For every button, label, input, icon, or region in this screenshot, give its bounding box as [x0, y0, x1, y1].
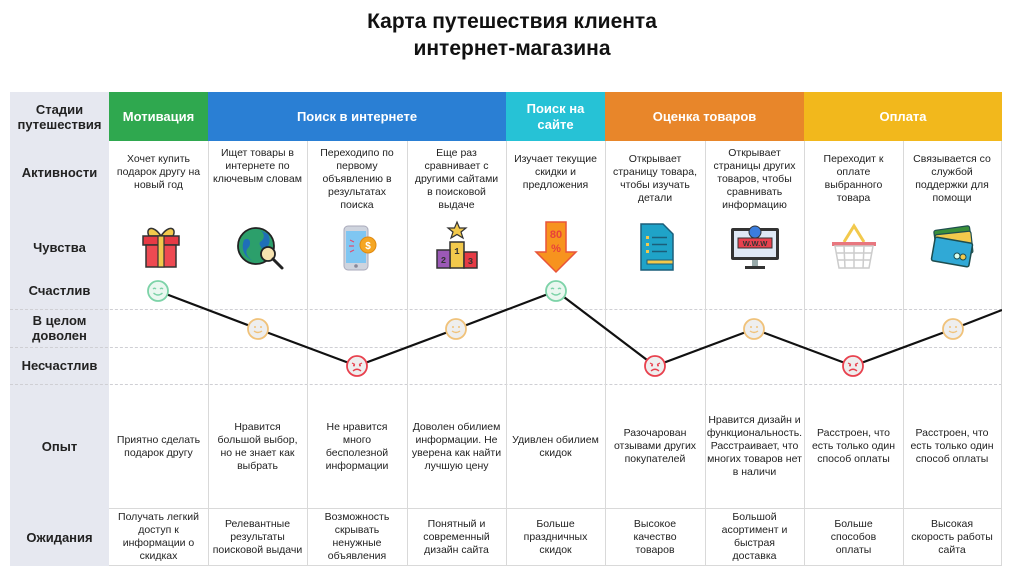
svg-text:2: 2 — [441, 256, 446, 266]
row-label-satisfied-line2: доволен — [32, 328, 87, 343]
row-label-stages: Стадии путешествия — [17, 101, 102, 132]
svg-text:$: $ — [365, 241, 371, 252]
experience-cell: Расстроен, что есть только один способ о… — [910, 427, 994, 465]
unhappy-face-icon — [346, 355, 368, 377]
experience-cell: Расстроен, что есть только один способ о… — [811, 427, 896, 465]
row-label-expectations: Ожидания — [26, 529, 93, 545]
column-divider — [605, 141, 606, 566]
experience-cell: Не нравится много бесполезной информации — [325, 420, 389, 472]
svg-text:%: % — [551, 243, 561, 255]
column-divider — [705, 141, 706, 566]
stage-payment: Оплата — [804, 92, 1002, 141]
stage-site-search: Поиск на сайте — [506, 92, 605, 141]
expectation-cell: Получать легкий доступ к информации о ск… — [118, 511, 199, 562]
column-divider — [804, 141, 805, 566]
experience-cell: Нравится большой выбор, но не знает как … — [217, 420, 298, 472]
credit-cards-icon — [930, 225, 974, 268]
column-divider — [1001, 141, 1002, 566]
happy-face-icon — [147, 280, 169, 302]
expectation-cell: Больше способов оплаты — [830, 517, 877, 556]
expectation-cell: Релевантные результаты поисковой выдачи — [212, 517, 303, 556]
phone-coin-icon: $ — [343, 225, 377, 271]
experience-cell: Нравится дизайн и функциональность. Расс… — [706, 414, 803, 478]
row-label-activities: Активности — [21, 164, 98, 180]
activity-cell: Связывается со службой поддержки для пом… — [913, 153, 991, 204]
column-divider — [903, 141, 904, 566]
unhappy-face-icon — [842, 355, 864, 377]
unhappy-face-icon — [644, 355, 666, 377]
row-label-feelings: Чувства — [33, 239, 86, 255]
row-label-satisfied-line1: В целом — [32, 313, 87, 328]
svg-text:W.W.W: W.W.W — [743, 239, 768, 248]
activity-cell: Ищет товары в интернете по ключевым слов… — [213, 147, 302, 185]
stage-internet-search: Поиск в интернете — [208, 92, 506, 141]
column-divider — [506, 141, 507, 566]
title-line-2: интернет-магазина — [413, 37, 611, 60]
svg-text:1: 1 — [454, 247, 460, 257]
activity-cell: Изучает текущие скидки и предложения — [514, 153, 597, 191]
activity-cell: Открывает страницу товара, чтобы изучать… — [612, 153, 697, 204]
row-label-experience: Опыт — [41, 439, 78, 454]
experience-cell: Доволен обилием информации. Не уверена к… — [411, 420, 502, 472]
row-label-satisfied: В целом доволен — [10, 310, 109, 346]
row-label-unhappy: Несчастлив — [21, 358, 98, 373]
expectation-cell: Высокое качество товаров — [633, 517, 677, 556]
emotion-curve — [157, 289, 1002, 368]
expectation-cell: Высокая скорость работы сайта — [911, 517, 993, 556]
satisfied-face-icon — [445, 318, 467, 340]
expectation-cell: Большой асортимент и быстрая доставка — [721, 511, 788, 562]
stage-motivation: Мотивация — [109, 92, 208, 141]
gift-icon — [142, 227, 180, 268]
experience-cell: Разочарован отзывами других покупателей — [613, 427, 697, 465]
globe-search-icon — [237, 227, 284, 270]
document-list-icon — [640, 223, 674, 271]
column-divider — [407, 141, 408, 566]
activity-cell: Открывает страницы других товаров, чтобы… — [713, 147, 796, 211]
satisfied-face-icon — [743, 318, 765, 340]
svg-text:80: 80 — [550, 229, 562, 241]
discount-arrow-icon: 80 % — [534, 221, 578, 274]
row-divider — [109, 565, 1002, 566]
activity-cell: Переходипо по первому объявлению в резул… — [320, 147, 394, 211]
expectation-cell: Больше праздничных скидок — [523, 517, 588, 556]
activity-cell: Хочет купить подарок другу на новый год — [116, 153, 201, 191]
monitor-www-icon: W.W.W — [731, 225, 779, 269]
page-title: Карта путешествия клиента интернет-магаз… — [0, 8, 1024, 62]
shopping-basket-icon — [832, 223, 876, 269]
row-divider — [109, 508, 1002, 509]
happy-face-icon — [545, 280, 567, 302]
stage-product-evaluation: Оценка товаров — [605, 92, 804, 141]
journey-map: Стадии путешествия Активности Чувства Сч… — [10, 92, 1002, 566]
satisfied-face-icon — [247, 318, 269, 340]
svg-text:3: 3 — [468, 257, 473, 267]
column-divider — [307, 141, 308, 566]
title-line-1: Карта путешествия клиента — [367, 10, 657, 33]
podium-ranking-icon: 1 2 3 — [436, 220, 478, 269]
activity-cell: Переходит к оплате выбранного товара — [823, 153, 884, 204]
experience-cell: Приятно сделать подарок другу — [116, 433, 201, 459]
satisfied-face-icon — [942, 318, 964, 340]
activity-cell: Еще раз сравнивает с другими сайтами в п… — [414, 147, 499, 211]
expectation-cell: Понятный и современный дизайн сайта — [423, 517, 490, 556]
row-label-happy: Счастлив — [28, 282, 91, 298]
expectation-cell: Возможность скрывать ненужные объявления — [324, 511, 390, 562]
experience-cell: Удивлен обилием скидок — [512, 433, 599, 459]
row-label-column — [10, 92, 109, 566]
column-divider — [208, 141, 209, 566]
